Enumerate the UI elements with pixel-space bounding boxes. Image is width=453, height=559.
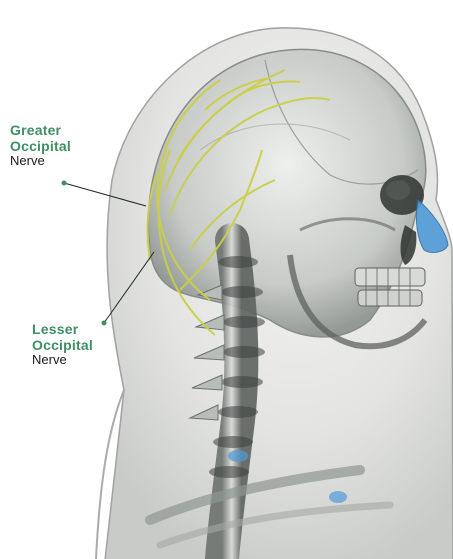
greater-label-line3: Nerve bbox=[10, 154, 71, 169]
lesser-leader-dot bbox=[102, 321, 107, 326]
lesser-occipital-nerve-label: Lesser Occipital Nerve bbox=[32, 322, 93, 368]
lesser-label-line2: Occipital bbox=[32, 338, 93, 354]
upper-teeth bbox=[355, 268, 425, 286]
greater-occipital-nerve-label: Greater Occipital Nerve bbox=[10, 123, 71, 169]
lower-teeth bbox=[358, 290, 422, 306]
greater-label-line1: Greater bbox=[10, 123, 71, 139]
lesser-label-line1: Lesser bbox=[32, 322, 93, 338]
greater-leader-dot bbox=[62, 181, 67, 186]
greater-label-line2: Occipital bbox=[10, 139, 71, 155]
blue-highlight-2 bbox=[329, 491, 347, 503]
lesser-label-line3: Nerve bbox=[32, 353, 93, 368]
blue-highlight bbox=[228, 450, 248, 462]
